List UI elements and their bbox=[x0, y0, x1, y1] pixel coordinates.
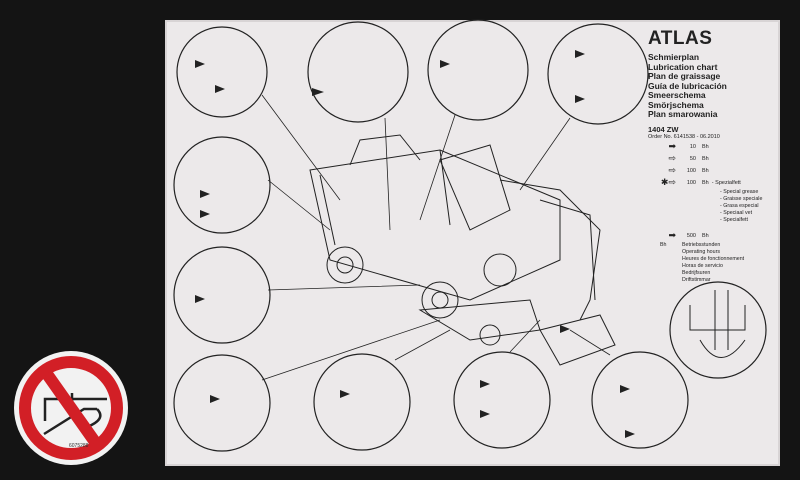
outline-arrow-icon: ⇨ bbox=[668, 153, 676, 163]
lubrication-chart-sticker bbox=[165, 20, 780, 466]
outline-arrow-icon: ⇨ bbox=[668, 165, 676, 175]
detail-circle bbox=[173, 354, 271, 452]
detail-circle bbox=[591, 351, 689, 449]
detail-circle bbox=[547, 23, 649, 125]
excavator-body bbox=[309, 134, 616, 366]
order-number: Order No. 6141538 - 06.2010 bbox=[648, 133, 720, 140]
detail-circle bbox=[453, 351, 551, 449]
no-welding-sign: 6075288 bbox=[12, 349, 130, 467]
bh-key: Bh bbox=[660, 241, 667, 248]
special-grease-de: - Special grease bbox=[720, 188, 759, 195]
title-sv: Smörjschema bbox=[648, 99, 704, 110]
sign-number: 6075288 bbox=[69, 443, 89, 449]
grease-arrows bbox=[195, 50, 635, 438]
detail-circle bbox=[669, 281, 767, 379]
title-nl: Smeerschema bbox=[648, 90, 706, 100]
detail-circle bbox=[313, 353, 411, 451]
title-en: Lubrication chart bbox=[648, 61, 718, 72]
special-grease-es: - Grasa especial bbox=[720, 202, 759, 209]
detail-circle bbox=[307, 21, 409, 123]
detail-circles bbox=[173, 19, 767, 452]
model: 1404 ZW bbox=[648, 124, 679, 134]
special-grease-sv: - Specialfett bbox=[720, 216, 748, 223]
brand-logo: ATLAS bbox=[648, 28, 713, 49]
legend-panel: ATLAS Schmierplan Lubrication chart Plan… bbox=[648, 28, 783, 284]
detail-circle bbox=[173, 246, 271, 344]
special-grease-fr: - Graisse speciale bbox=[720, 195, 763, 202]
detail-circle bbox=[176, 26, 268, 118]
bucket-detail bbox=[689, 290, 746, 358]
star-outline-arrow-icon: ✱⇨ bbox=[660, 177, 676, 187]
half-solid-arrow-icon: ➡ bbox=[668, 230, 676, 240]
title-es: Guía de lubricación bbox=[648, 80, 727, 91]
special-grease-nl: - Speciaal vet bbox=[720, 209, 753, 216]
detail-circle bbox=[173, 136, 271, 234]
detail-circle bbox=[427, 19, 529, 121]
solid-arrow-icon: ➡ bbox=[668, 141, 676, 151]
title-pl: Plan smarowania bbox=[648, 109, 718, 119]
title-de: Schmierplan bbox=[648, 52, 700, 62]
leader-lines bbox=[261, 94, 611, 381]
title-fr: Plan de graissage bbox=[648, 71, 721, 81]
